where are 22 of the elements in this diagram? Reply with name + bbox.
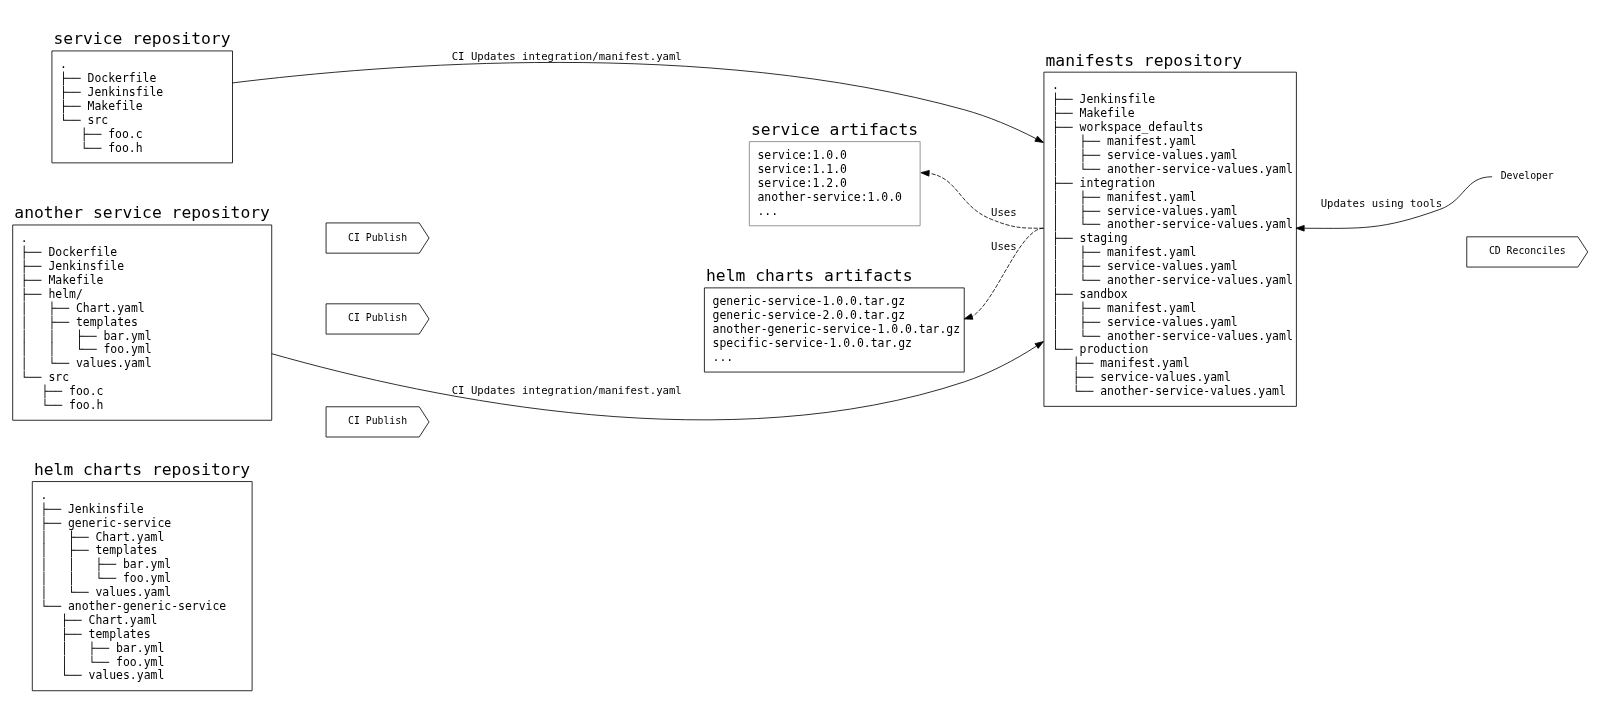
node-label: helm charts repository xyxy=(33,459,251,479)
node-box: service:1.0.0 service:1.1.0 service:1.2.0 another-service:1.0.0 ... xyxy=(748,140,921,226)
node-box: generic-service-1.0.0.tar.gz generic-service-2.0.0.tar.gz another-generic-service-1.0.0.tar.gz specific-service-1.0.0.tar.gz ... xyxy=(704,286,965,372)
node-label: service artifacts xyxy=(750,119,919,139)
arrow xyxy=(271,340,1044,420)
node-box: . ├── Dockerfile ├── Jenkinsfile ├── Makefile ├── helm/ │ ├── Chart.yaml │ ├── templates │ │ ├── bar.yml │ │ └── foo.yml │ └── values.yaml └── src ├── foo.c └── foo.h xyxy=(12,224,273,421)
edge-label: Updates using tools xyxy=(1320,196,1443,209)
node-box: . ├── Dockerfile ├── Jenkinsfile ├── Makefile └── src ├── foo.c └── foo.h xyxy=(51,50,233,163)
edge-label: Uses xyxy=(991,239,1017,253)
arrow xyxy=(1295,175,1493,231)
arrow xyxy=(231,61,1044,143)
arrow xyxy=(963,227,1044,320)
node-text: Developer xyxy=(1500,169,1554,181)
node-label: manifests repository xyxy=(1045,50,1243,70)
edge-label: CI Updates integration/manifest.yaml xyxy=(451,49,682,63)
edge-label: CI Updates integration/manifest.yaml xyxy=(451,383,682,397)
node-label: another service repository xyxy=(14,202,270,222)
node-label: service repository xyxy=(53,28,231,48)
node-box: . ├── Jenkinsfile ├── generic-service │ ├── Chart.yaml │ ├── templates │ │ ├── bar.yml │ │ └── foo.yml │ └── values.yaml └── another-generic-service ├── Chart.yaml ├── templates │ ├── bar.yml │ └── foo.yml └── values.yaml xyxy=(31,480,253,691)
edge-label: Uses xyxy=(991,205,1017,219)
node-label: helm charts artifacts xyxy=(706,265,913,285)
node-box: . ├── Jenkinsfile ├── Makefile ├── workspace_defaults │ ├── manifest.yaml │ ├── service-values.yaml │ └── another-service-values.yaml ├── integration │ ├── manifest.yaml │ ├── service-values.yaml │ └── another-service-values.yaml ├── staging │ ├── manifest.yaml │ ├── service-values.yaml │ └── another-service-values.yaml ├── sandbox │ ├── manifest.yaml │ ├── service-values.yaml │ └── another-service-values.yaml └── production ├── manifest.yaml ├── service-values.yaml └── another-service-values.yaml xyxy=(1043,71,1297,407)
